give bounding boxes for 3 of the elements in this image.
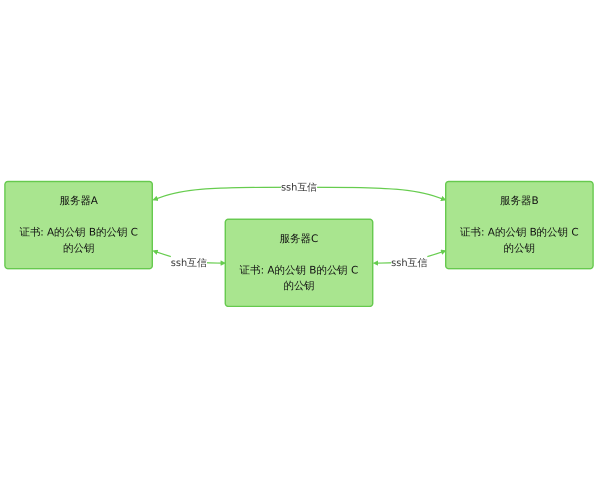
edge-label: ssh互信 [170, 257, 207, 269]
edge-label: ssh互信 [280, 181, 318, 194]
edge-label: ssh互信 [391, 257, 428, 269]
